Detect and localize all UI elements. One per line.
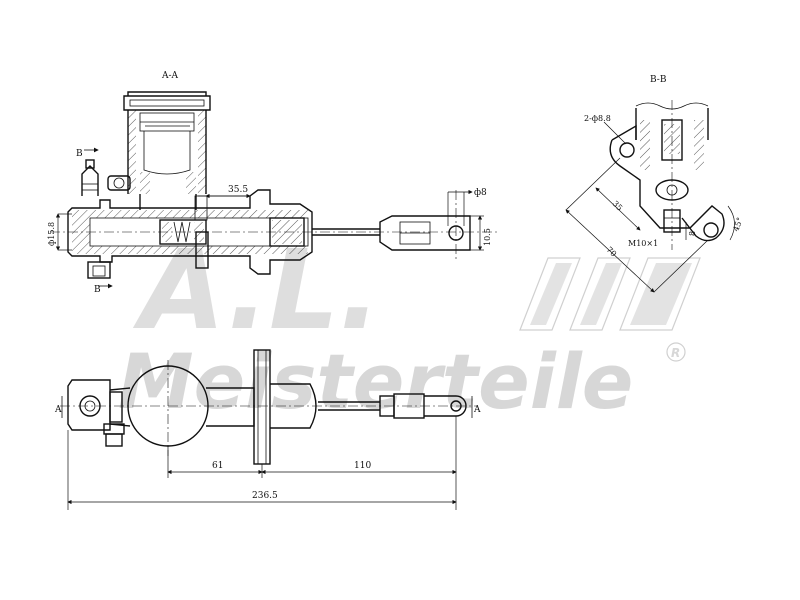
dim-mount-holes: 2-ф8.8 (584, 114, 611, 123)
section-a-view: A-A (47, 71, 500, 295)
section-marker-b-top: B (76, 149, 83, 159)
watermark-logo-bars (519, 257, 701, 331)
watermark-brand: Meisterteile (118, 337, 633, 426)
section-marker-b-bottom: B (94, 285, 101, 295)
dim-port-depth: 8 (688, 231, 697, 236)
watermark-registered-mark (666, 342, 686, 362)
dim-pin-diameter: ф8 (474, 188, 487, 198)
watermark-initials: A.L. (132, 226, 381, 354)
side-view: A A 61 110 236.5 (54, 349, 481, 510)
section-a-title: A-A (161, 71, 179, 81)
dim-clevis-width: 10.5 (483, 228, 492, 246)
dim-length-to-flange: 61 (212, 461, 223, 471)
section-b-view: B-B 2-ф8.8 70 35 45° M10×1 8 (565, 75, 745, 293)
dim-rod-length: 110 (354, 461, 371, 471)
watermark-registered: R (671, 346, 680, 360)
section-b-title: B-B (650, 75, 667, 85)
section-marker-a-left: A (54, 405, 62, 415)
dim-port-thread: M10×1 (628, 239, 658, 248)
section-marker-a-right: A (473, 405, 481, 415)
dim-rod-offset: 35.5 (228, 185, 248, 195)
dim-overall-length: 236.5 (252, 491, 278, 501)
dim-angle: 45° (731, 216, 744, 232)
dim-port-offset: 35 (611, 199, 625, 213)
dim-bore-diameter: ф15.8 (47, 222, 56, 246)
